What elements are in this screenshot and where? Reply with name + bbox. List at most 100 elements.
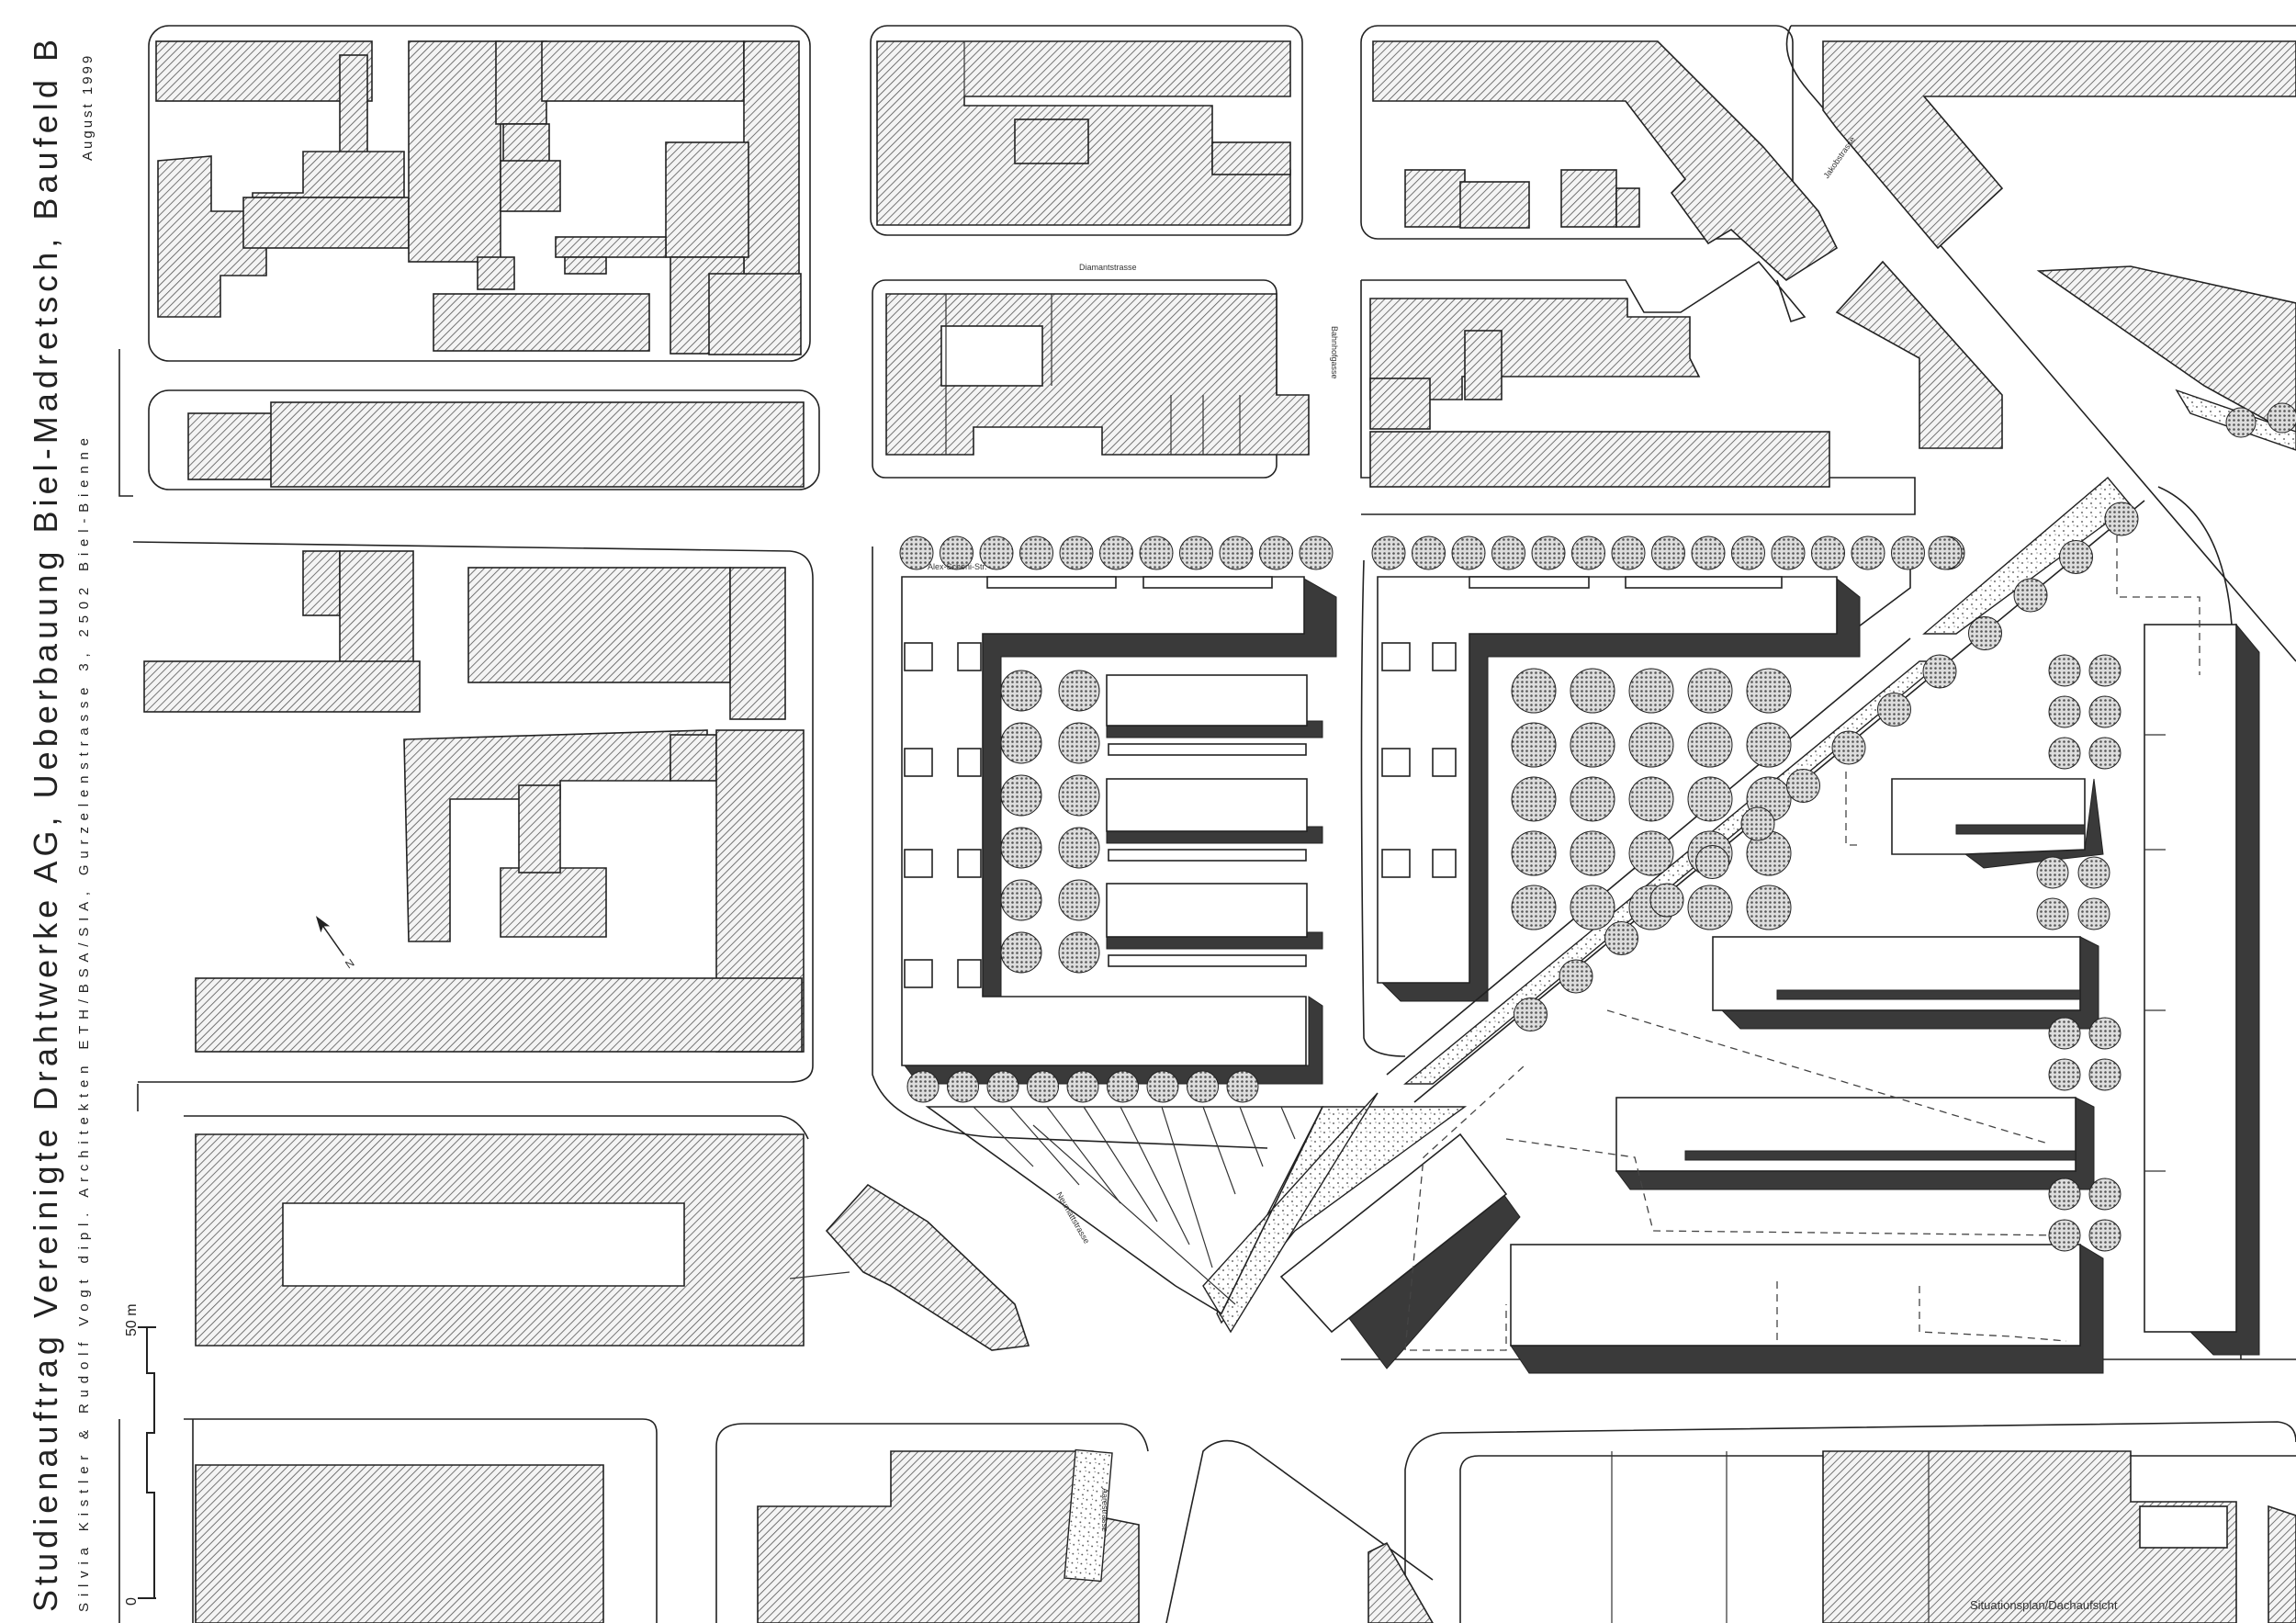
tree-canopy [1570,776,1615,822]
tree-canopy [2048,737,2081,770]
tree-canopy [1811,535,1845,570]
tree-canopy [1891,535,1925,570]
street-label-bahnhofgasse: Bahnhofgasse [1330,326,1339,379]
tree-canopy [986,1070,1019,1103]
street-label-alex-schoeni: Alex-Schöni-Str. [928,562,987,571]
tree-canopy [1099,535,1133,570]
tree-canopy [2048,654,2081,687]
tree-canopy [1746,885,1792,930]
tree-canopy [1514,997,1548,1031]
project-date: August 1999 [80,53,96,161]
tree-canopy [1831,730,1866,765]
tree-canopy [1786,769,1820,803]
tree-canopy [1179,535,1213,570]
tree-canopy [1058,879,1100,921]
tree-canopy [1628,776,1674,822]
street-curbs [118,25,2296,1623]
existing-buildings [143,40,2296,1623]
tree-canopy [1000,827,1042,869]
tree-canopy [2048,1178,2081,1211]
tree-canopy [1511,722,1557,768]
tree-canopy [2267,402,2296,434]
tree-canopy [1570,885,1615,930]
tree-canopy [2088,654,2122,687]
tree-canopy [2059,540,2093,574]
tree-canopy [899,535,934,570]
tree-canopy [1771,535,1806,570]
tree-canopy [2104,502,2139,536]
tree-canopy [1571,535,1605,570]
tree-canopy [1511,776,1557,822]
street-label-neumattstrasse: Neumattstrasse [1054,1190,1091,1245]
tree-canopy [1000,879,1042,921]
tree-canopy [1219,535,1254,570]
dashed-outlines [1404,523,2200,1351]
tree-canopy [1570,668,1615,714]
tree-canopy [1687,668,1733,714]
tree-canopy [1058,670,1100,712]
tree-canopy [1928,535,1963,570]
tree-canopy [1511,830,1557,876]
tree-canopy [1628,830,1674,876]
tree-canopy [1187,1070,1219,1103]
tree-canopy [1000,722,1042,764]
street-label-diamantstrasse: Diamantstrasse [1079,263,1137,272]
tree-canopy [1746,668,1792,714]
tree-canopy [1740,806,1775,841]
tree-canopy [2013,578,2048,613]
tree-canopy [1107,1070,1139,1103]
tree-canopy [1695,845,1729,879]
tree-canopy [1412,535,1446,570]
tree-canopy [1491,535,1525,570]
tree-canopy [2088,695,2122,728]
tree-canopy [1000,774,1042,817]
tree-canopy [1019,535,1053,570]
scale-bar: 0 50 m [124,1303,156,1606]
tree-canopy [1000,931,1042,974]
tree-canopy [1531,535,1566,570]
tree-canopy [1226,1070,1259,1103]
tree-canopy [2048,1219,2081,1252]
tree-canopy [1731,535,1765,570]
tree-canopy [1851,535,1885,570]
tree-canopy [2036,897,2069,930]
tree-canopy [1511,668,1557,714]
tree-canopy [1058,774,1100,817]
tree-canopy [1371,535,1406,570]
tree-canopy [1628,722,1674,768]
tree-canopy [1259,535,1293,570]
tree-canopy [2077,856,2110,889]
tree-canopy [1058,722,1100,764]
tree-canopy [979,535,1014,570]
north-label: N [343,956,356,971]
project-title: Studienauftrag Vereinigte Drahtwerke AG,… [27,37,64,1612]
tree-canopy [1687,776,1733,822]
tree-canopy [1000,670,1042,712]
tree-canopy [2088,737,2122,770]
trees [899,402,2296,1252]
tree-canopy [2036,856,2069,889]
tree-canopy [1746,722,1792,768]
tree-canopy [906,1070,940,1103]
street-label-aarestrasse: Aarestrasse [1100,1488,1109,1532]
tree-canopy [2048,695,2081,728]
north-arrow-icon: N [315,916,356,972]
tree-canopy [1691,535,1726,570]
tree-canopy [1922,654,1957,689]
tree-canopy [2048,1058,2081,1091]
tree-canopy [1570,830,1615,876]
tree-canopy [947,1070,979,1103]
planned-buildings [901,576,2260,1374]
tree-canopy [2088,1017,2122,1050]
tree-canopy [1066,1070,1099,1103]
tree-canopy [1058,931,1100,974]
tree-canopy [2048,1017,2081,1050]
scale-zero-label: 0 [124,1597,140,1606]
tree-canopy [2088,1219,2122,1252]
tree-canopy [1604,921,1638,955]
tree-canopy [1146,1070,1179,1103]
street-label-jakobstrasse: Jakobstrasse [1821,135,1857,180]
tree-canopy [1877,693,1911,727]
tree-canopy [1651,535,1685,570]
